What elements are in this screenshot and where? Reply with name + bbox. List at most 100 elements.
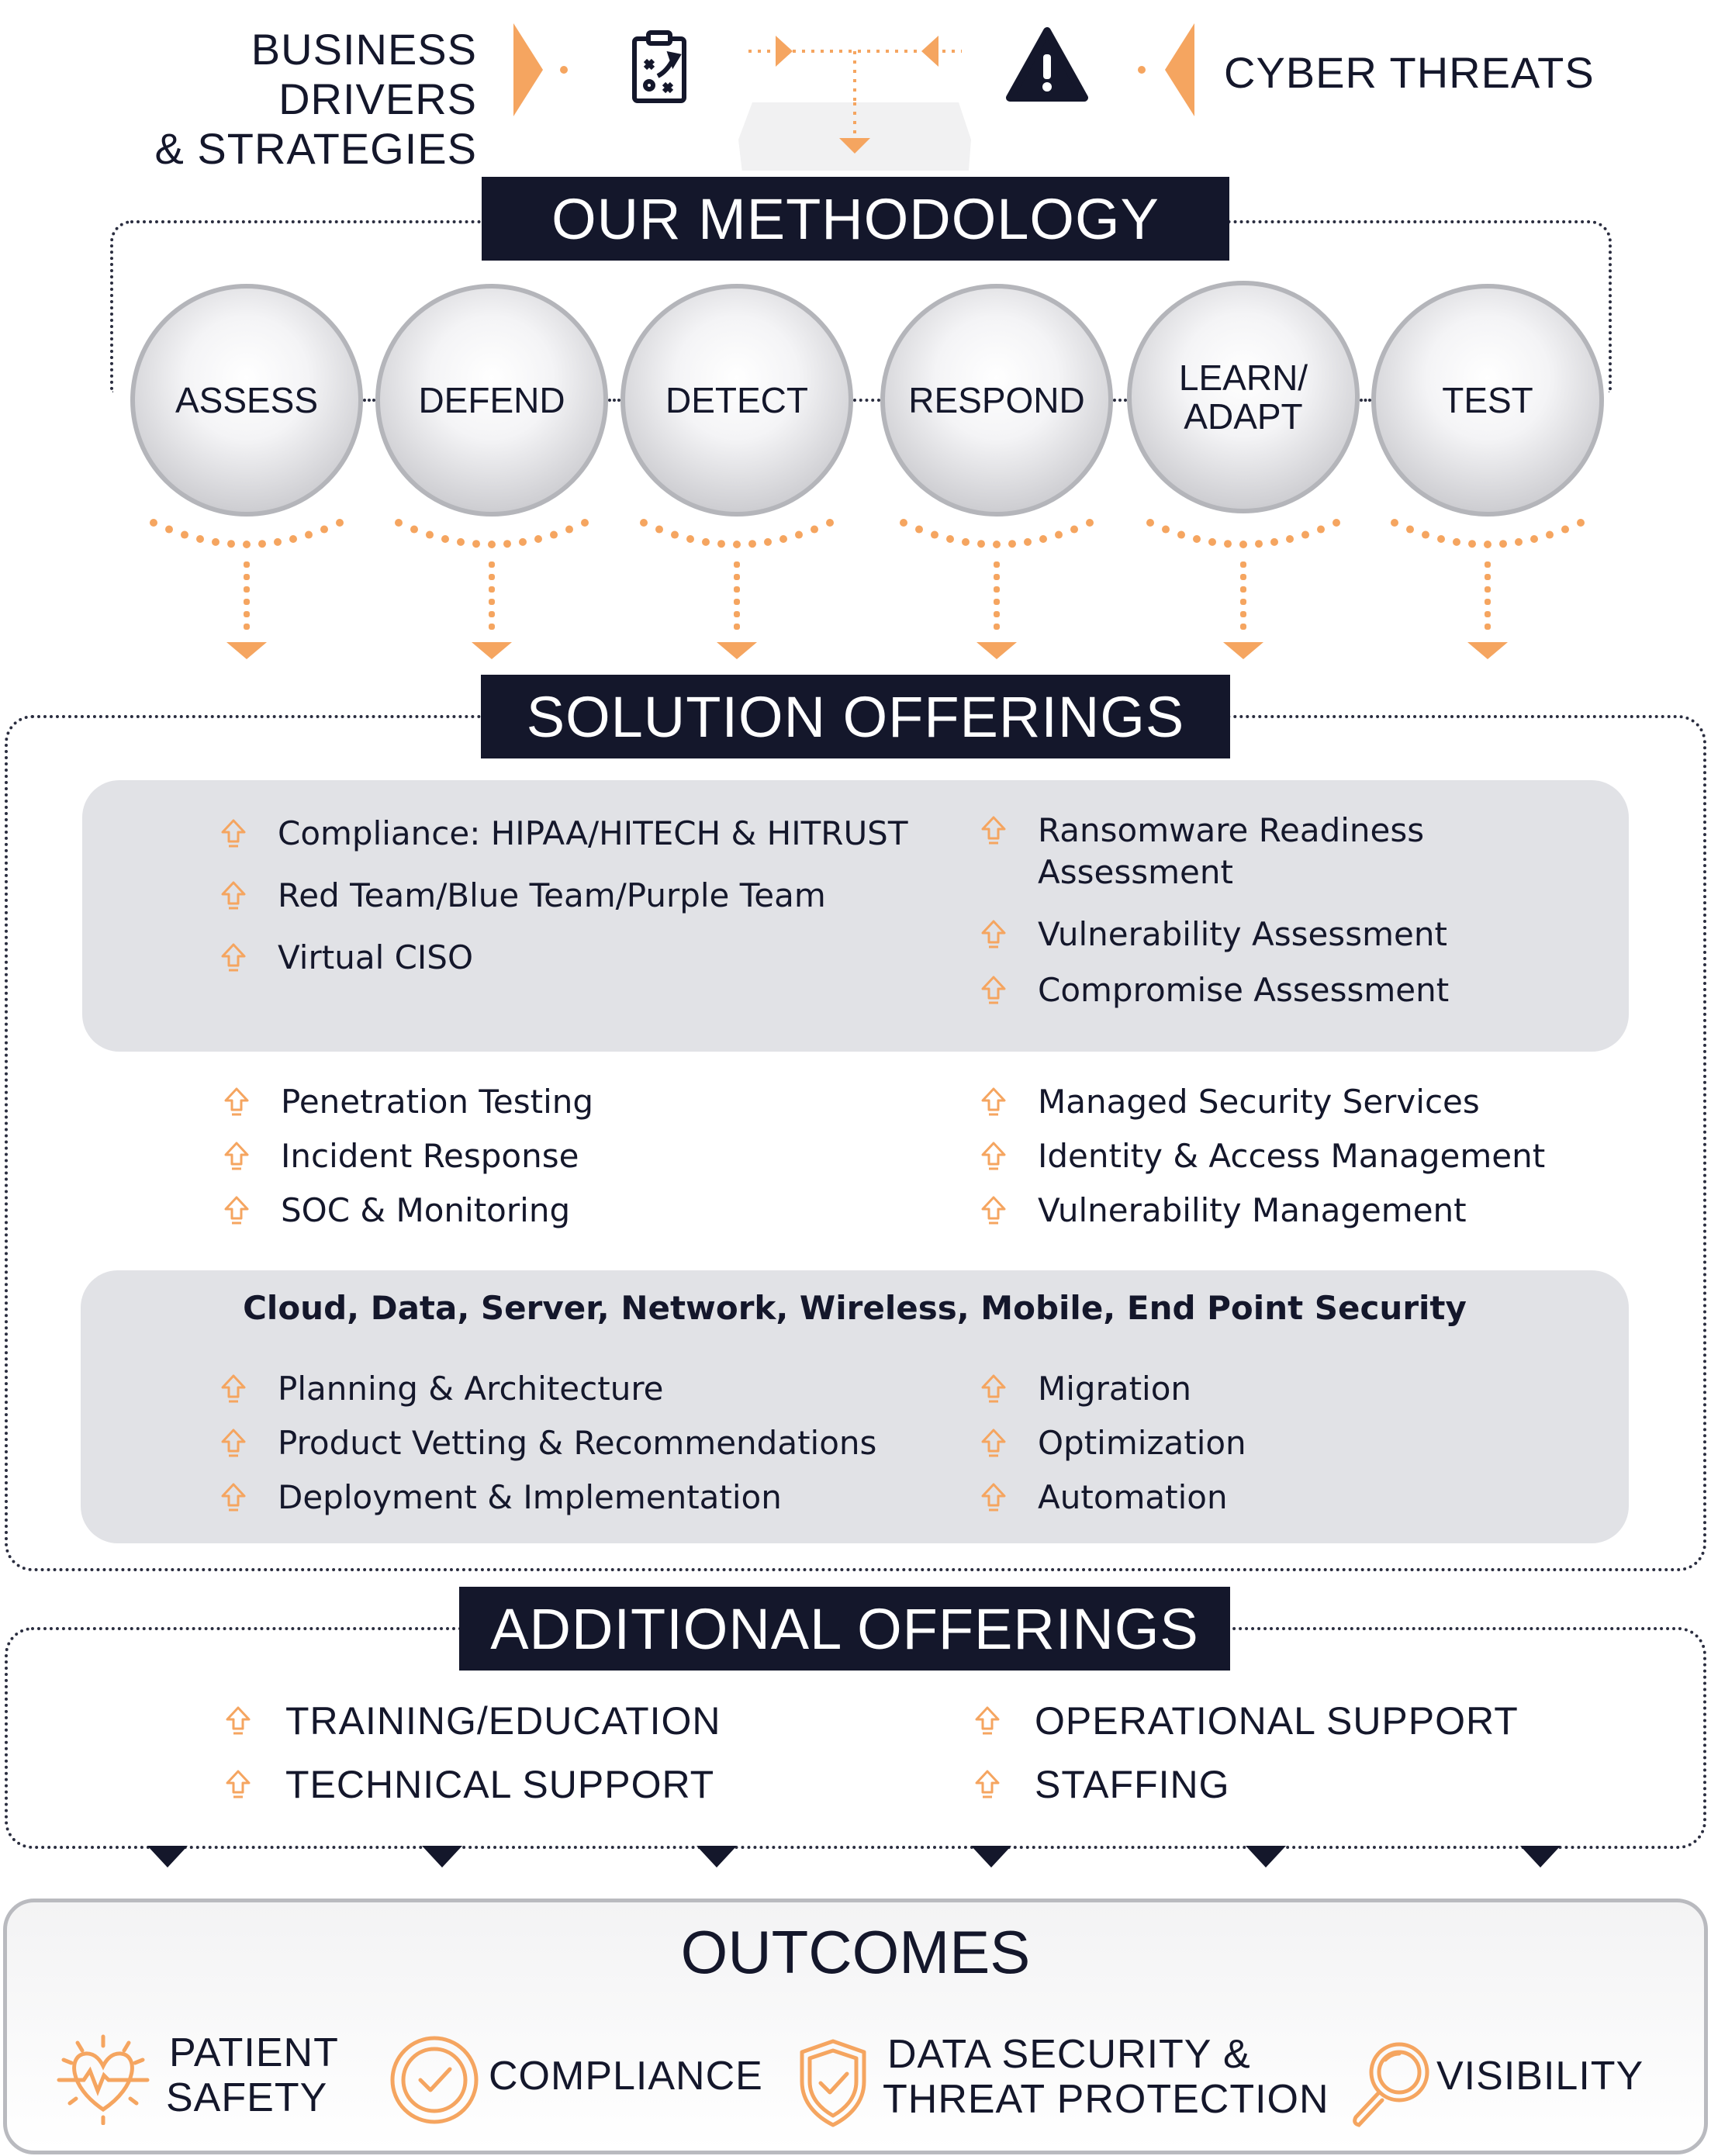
arrow-up-icon [226, 1770, 251, 1798]
arrow-up-icon [981, 920, 1006, 948]
right-chevron-icon [1165, 23, 1194, 116]
arrow-up-icon [981, 1429, 1006, 1457]
arrow-up-icon [226, 1706, 251, 1735]
left-chevron-icon [513, 23, 543, 116]
step-label: RESPOND [908, 380, 1085, 420]
step-down-arrow [1146, 519, 1340, 659]
arrow-up-icon [981, 1196, 1006, 1225]
step-label: TEST [1442, 380, 1533, 420]
step-label: DEFEND [418, 380, 565, 420]
magnifier-icon [1353, 2042, 1429, 2127]
arrow-up-icon [981, 1374, 1006, 1403]
step-connector [853, 399, 880, 402]
outcomes-box [3, 1899, 1708, 2154]
header-graphics [513, 23, 1194, 171]
step-connector [1113, 399, 1127, 402]
additional-down-arrows [147, 1846, 1561, 1867]
down-triangle [422, 1846, 462, 1867]
offering-item: Virtual CISO [220, 937, 473, 979]
arrow-up-icon [221, 1374, 246, 1403]
offering-item: Planning & Architecture [220, 1368, 664, 1410]
offering-item: Vulnerability Assessment [980, 914, 1447, 955]
step-down-arrow [640, 519, 834, 659]
step-label: ASSESS [175, 380, 319, 420]
step-circle: TEST [1371, 284, 1604, 517]
offering-item: Vulnerability Management [980, 1190, 1467, 1232]
arrow-up-icon [221, 943, 246, 972]
offering-item: Identity & Access Management [980, 1135, 1545, 1177]
additional-item: OPERATIONAL SUPPORT [974, 1698, 1519, 1743]
arrow-up-icon [224, 1196, 249, 1225]
warning-icon [1006, 27, 1088, 102]
outcome-visibility: VISIBILITY [1436, 2054, 1644, 2099]
panel2-heading: Cloud, Data, Server, Network, Wireless, … [243, 1289, 1467, 1327]
outcome-patient-safety: PATIENT SAFETY [166, 2030, 339, 2120]
offering-item: Managed Security Services [980, 1081, 1480, 1123]
arrow-up-icon [221, 819, 246, 848]
down-triangle [1246, 1846, 1286, 1867]
offering-item: Deployment & Implementation [220, 1477, 782, 1519]
outcome-data-security: DATA SECURITY & THREAT PROTECTION [883, 2032, 1329, 2122]
methodology-title: OUR METHODOLOGY [482, 177, 1229, 261]
arrow-up-icon [221, 881, 246, 910]
offering-item: SOC & Monitoring [223, 1190, 570, 1232]
outcome-compliance: COMPLIANCE [489, 2054, 763, 2099]
solutions-panel-top [82, 780, 1629, 1052]
arrow-up-icon [981, 1483, 1006, 1512]
additional-title: ADDITIONAL OFFERINGS [459, 1587, 1230, 1671]
down-triangle [147, 1846, 188, 1867]
check-badge-icon [390, 2036, 479, 2124]
offering-item: Compromise Assessment [980, 969, 1449, 1011]
step-connector [1360, 399, 1371, 402]
step-circle: ASSESS [130, 284, 363, 517]
right-dot [1138, 66, 1146, 74]
arrow-up-icon [221, 1483, 246, 1512]
down-triangle [971, 1846, 1011, 1867]
hex-backdrop [738, 102, 971, 171]
offering-item: Migration [980, 1368, 1191, 1410]
down-triangle [1520, 1846, 1561, 1867]
step-label: DETECT [665, 380, 808, 420]
offering-item: Product Vetting & Recommendations [220, 1422, 876, 1464]
step-circle: LEARN/ADAPT [1127, 281, 1360, 513]
arrow-up-icon [224, 1087, 249, 1116]
down-triangle [696, 1846, 737, 1867]
arrow-up-icon [981, 1142, 1006, 1170]
offering-item: Penetration Testing [223, 1081, 593, 1123]
arrow-up-icon [981, 976, 1006, 1004]
step-down-arrow [1391, 519, 1585, 659]
arrow-up-icon [981, 816, 1006, 845]
left-dot [560, 66, 568, 74]
offering-item: Incident Response [223, 1135, 579, 1177]
cyber-threats-label: CYBER THREATS [1224, 48, 1595, 97]
step-down-arrow [395, 519, 589, 659]
shield-check-icon [800, 2039, 866, 2127]
additional-item: TECHNICAL SUPPORT [225, 1762, 714, 1807]
outcomes-title: OUTCOMES [680, 1918, 1031, 1986]
offering-item: Automation [980, 1477, 1228, 1519]
offering-item: Optimization [980, 1422, 1246, 1464]
step-label: LEARN/ADAPT [1178, 358, 1308, 437]
arrow-up-icon [981, 1087, 1006, 1116]
solutions-title: SOLUTION OFFERINGS [481, 675, 1230, 758]
step-circle: RESPOND [880, 284, 1113, 517]
heart-pulse-icon [57, 2034, 150, 2125]
business-drivers-label: BUSINESS DRIVERS & STRATEGIES [154, 25, 477, 173]
step-connector [608, 399, 620, 402]
arrow-up-icon [975, 1706, 1000, 1735]
arrow-up-icon [224, 1142, 249, 1170]
step-down-arrow [900, 519, 1094, 659]
solutions-panel-bottom [81, 1270, 1629, 1543]
step-down-arrow [150, 519, 344, 659]
clipboard-plan-icon [632, 30, 686, 103]
offering-item: Ransomware Readiness Assessment [980, 810, 1424, 893]
arrow-up-icon [975, 1770, 1000, 1798]
step-circle: DETECT [620, 284, 853, 517]
step-connector [363, 399, 375, 402]
additional-item: TRAINING/EDUCATION [225, 1698, 721, 1743]
additional-item: STAFFING [974, 1762, 1230, 1807]
step-circle: DEFEND [375, 284, 608, 517]
arrow-up-icon [221, 1429, 246, 1457]
offering-item: Compliance: HIPAA/HITECH & HITRUST [220, 813, 908, 855]
offering-item: Red Team/Blue Team/Purple Team [220, 875, 826, 917]
